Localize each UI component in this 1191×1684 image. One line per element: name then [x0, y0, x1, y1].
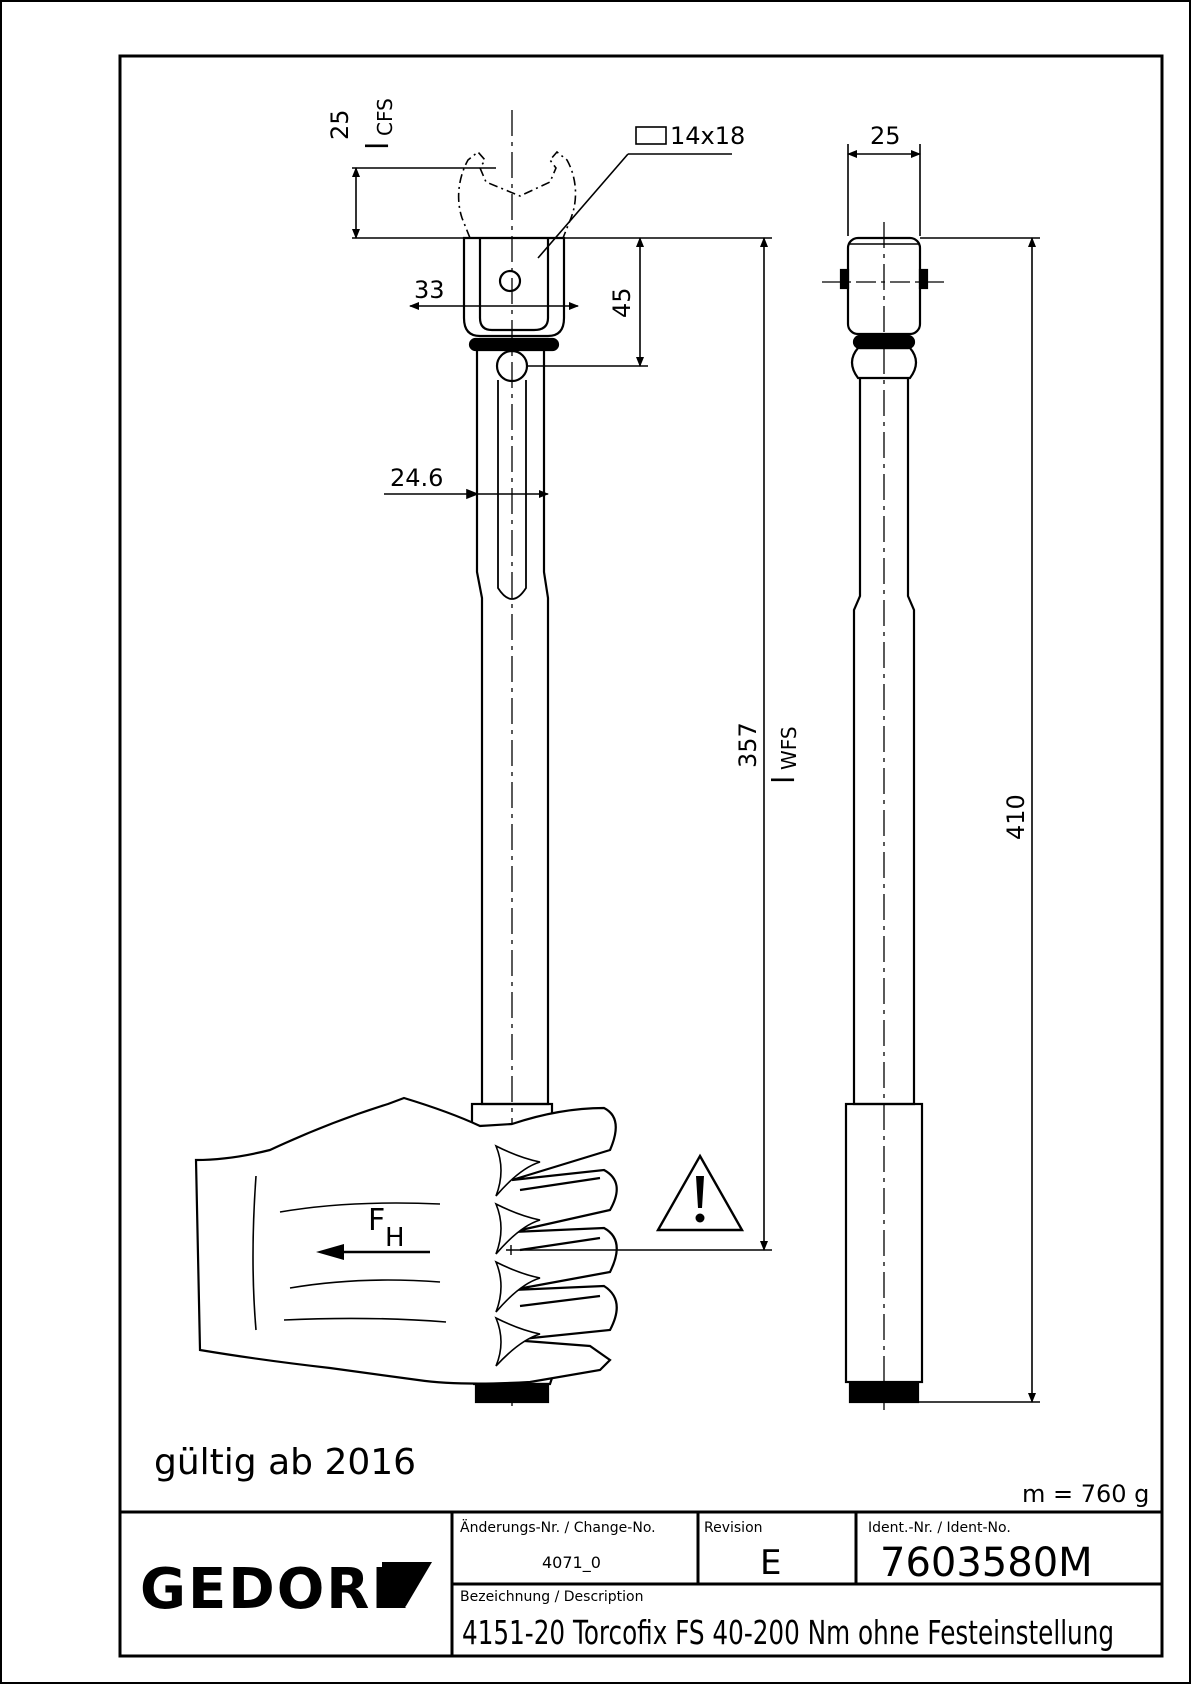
revision-label: Revision	[704, 1520, 763, 1536]
hand-illustration	[194, 1096, 618, 1385]
dim-tube-arrow-left	[466, 488, 480, 500]
open-end-spanner-outline	[457, 150, 577, 239]
square-drive-symbol	[635, 126, 667, 145]
arrow-left-icon	[316, 1244, 430, 1260]
description-value: 4151-20 Torcofix FS 40-200 Nm ohne Feste…	[462, 1613, 1114, 1652]
change-no-value: 4071_0	[542, 1553, 601, 1573]
head-pin	[498, 269, 522, 293]
finger-crease-2	[519, 1236, 601, 1252]
side-pin-right	[918, 268, 929, 290]
change-no-label: Änderungs-Nr. / Change-No.	[460, 1518, 656, 1536]
finger-crease-1	[519, 1176, 601, 1192]
ident-no-label: Ident.-Nr. / Ident-No.	[868, 1520, 1011, 1536]
glove-fold-1	[279, 1202, 441, 1213]
dim-cfs-symbol: l	[361, 142, 396, 150]
dim-effective-length-value: 357	[734, 722, 762, 768]
drawing-frame	[118, 54, 1164, 1658]
glove-fold-2	[289, 1279, 441, 1289]
dim-cfs-sub: CFS	[373, 98, 397, 136]
gedore-logo-mark	[382, 1562, 432, 1606]
locking-ring	[468, 337, 560, 352]
title-block	[120, 1510, 1162, 1656]
revision-value: E	[760, 1543, 781, 1583]
knuckle-4	[494, 1316, 541, 1367]
dimension-lines	[352, 144, 1040, 1403]
leader-square	[537, 153, 629, 259]
dim-square-value: 14x18	[670, 122, 745, 150]
force-label: F	[368, 1203, 385, 1238]
mass-note: m = 760 g	[1022, 1480, 1149, 1508]
hand-glove	[194, 1096, 618, 1385]
side-pin-left	[839, 268, 850, 290]
knuckle-1	[494, 1144, 541, 1197]
side-neck	[850, 346, 918, 380]
dim-total-length-value: 410	[1002, 794, 1030, 840]
dim-effective-length-sub: WFS	[777, 726, 801, 770]
force-sub: H	[385, 1223, 405, 1253]
dim-head-height-value: 45	[608, 287, 636, 318]
knuckle-2	[494, 1202, 541, 1255]
description-label: Bezeichnung / Description	[460, 1589, 644, 1605]
dim-cfs-value: 25	[326, 109, 354, 140]
wrench-head	[462, 236, 566, 338]
gedore-logo: GEDORE	[140, 1557, 412, 1622]
force-point-mark	[506, 1245, 516, 1255]
knuckle-3	[494, 1260, 541, 1313]
dim-effective-length-symbol: l	[767, 776, 802, 784]
tube-slot	[497, 380, 527, 600]
wrench-head-inner	[478, 238, 550, 332]
glove-fold-3	[283, 1317, 447, 1323]
side-view	[822, 222, 944, 1410]
ident-no-value: 7603580M	[880, 1540, 1093, 1586]
dim-tube-diameter-value: 24.6	[390, 464, 443, 492]
finger-crease-3	[519, 1294, 601, 1308]
dim-head-width-value: 33	[414, 276, 445, 304]
dim-side-width-value: 25	[870, 122, 901, 150]
glove-fold-4	[252, 1175, 257, 1331]
warning-triangle-icon	[655, 1153, 745, 1232]
valid-from-note: gültig ab 2016	[154, 1442, 416, 1483]
